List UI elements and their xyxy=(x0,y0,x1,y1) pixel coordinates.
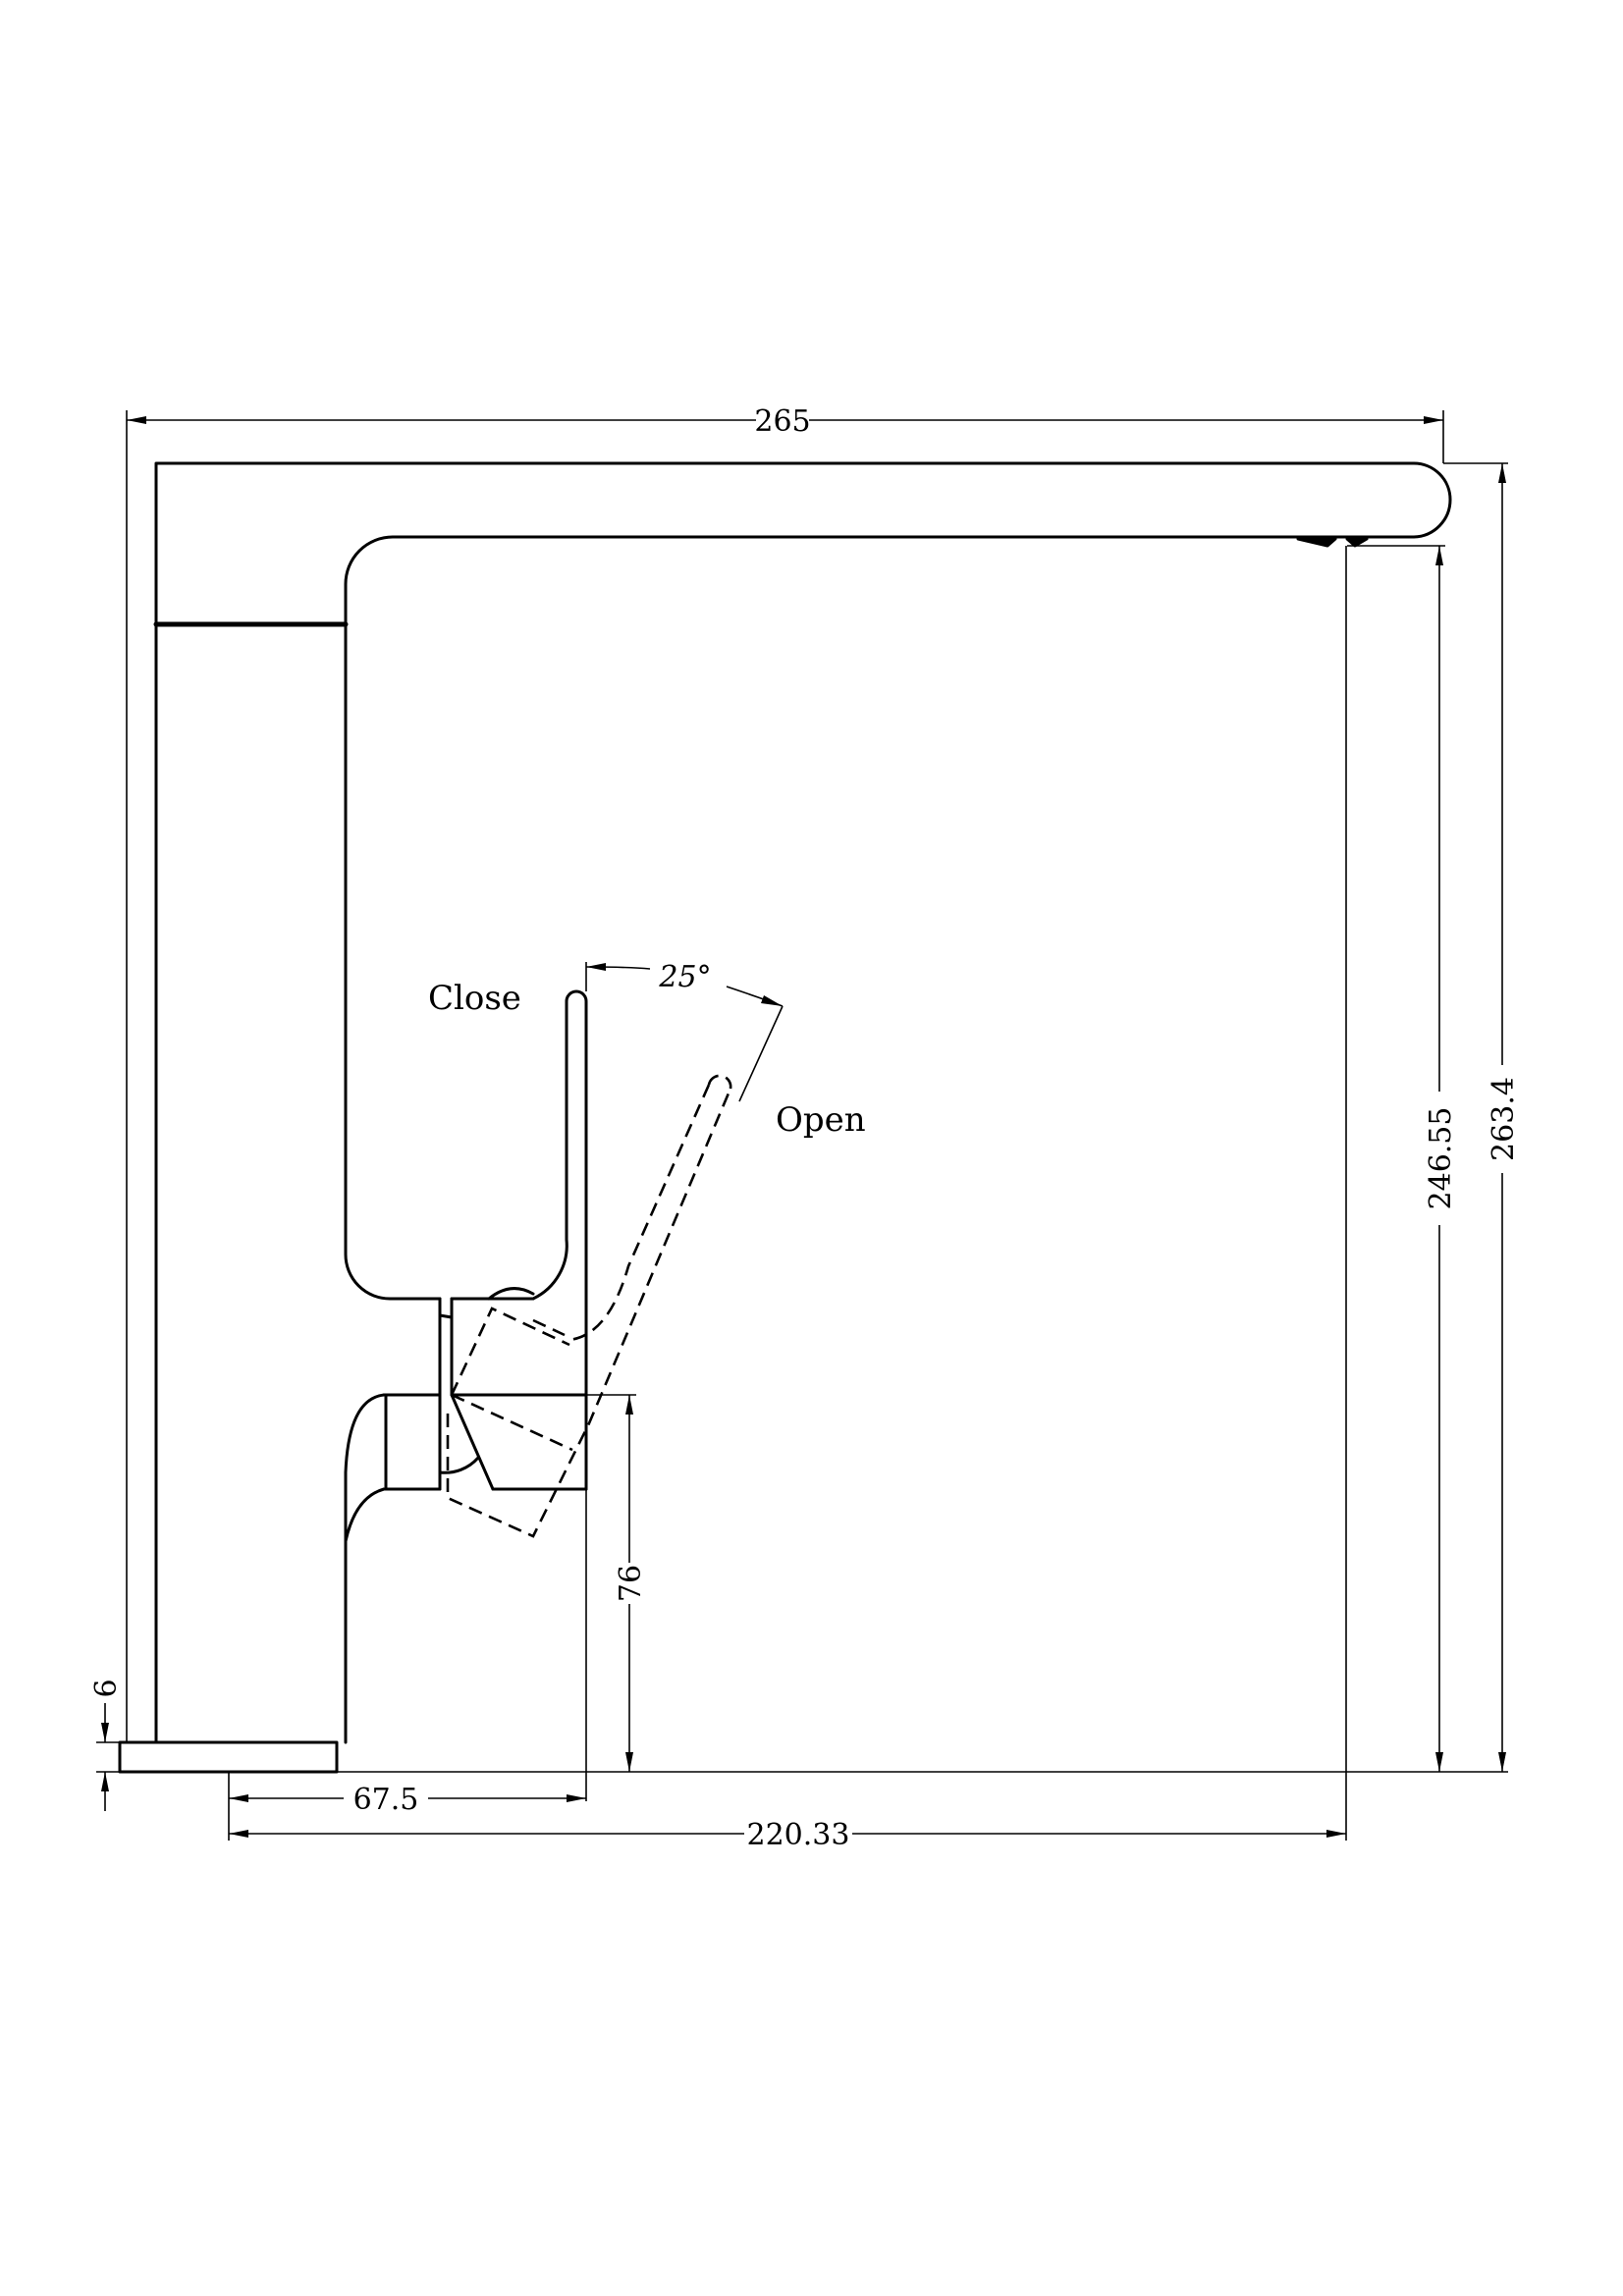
open-label: Open xyxy=(776,1100,866,1140)
dim-handle-axis-height: 76 xyxy=(614,1565,648,1602)
angle-label: 25° xyxy=(658,960,711,994)
close-label: Close xyxy=(428,979,521,1018)
dim-outlet-height: 246.55 xyxy=(1424,1107,1458,1210)
tap-body xyxy=(118,461,1452,1774)
dim-base-thickness: 6 xyxy=(89,1679,124,1697)
dim-handle-offset: 67.5 xyxy=(353,1783,419,1817)
dim-overall-width: 265 xyxy=(754,404,810,439)
dim-spout-reach: 220.33 xyxy=(747,1818,850,1852)
open-handle-position xyxy=(446,1074,732,1538)
dimension-labels: 265 263.4 246.55 220.33 67.5 76 6 25° Cl… xyxy=(89,404,1521,1852)
dim-overall-height: 263.4 xyxy=(1487,1077,1521,1161)
